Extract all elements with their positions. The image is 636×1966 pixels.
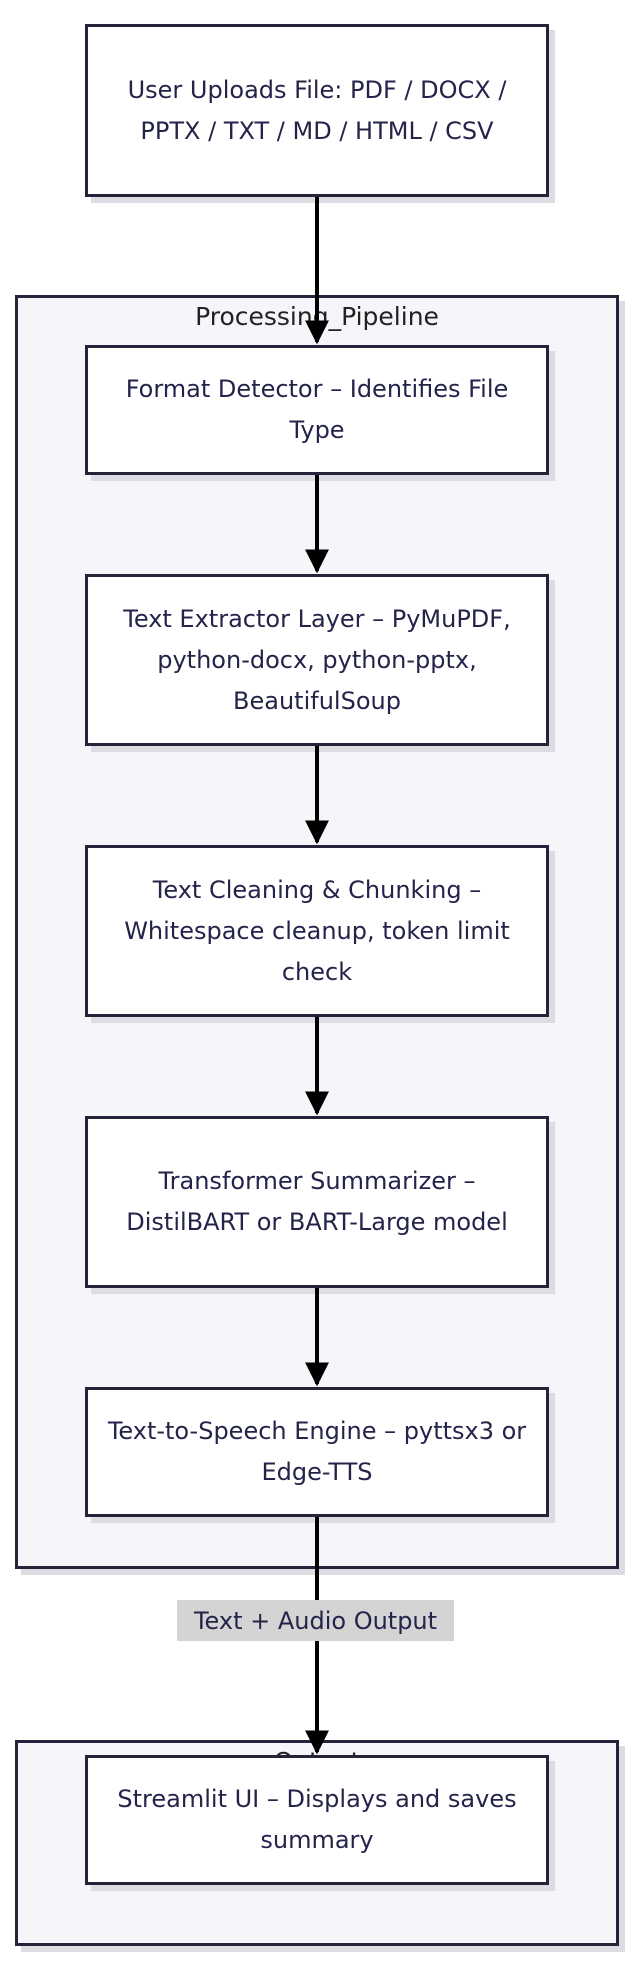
- text-cleaning-node: Text Cleaning & Chunking – Whitespace cl…: [85, 845, 549, 1017]
- text-cleaning-label: Text Cleaning & Chunking – Whitespace cl…: [124, 875, 510, 986]
- streamlit-ui-node: Streamlit UI – Displays and saves summar…: [85, 1755, 549, 1885]
- format-detector-label: Format Detector – Identifies File Type: [125, 375, 509, 444]
- text-audio-output-label: Text + Audio Output: [177, 1600, 454, 1641]
- upload-file-label: User Uploads File: PDF / DOCX / PPTX / T…: [127, 75, 507, 145]
- streamlit-ui-label: Streamlit UI – Displays and saves summar…: [117, 1785, 517, 1854]
- processing-pipeline-title: Processing_Pipeline: [195, 302, 439, 331]
- transformer-summarizer-node: Transformer Summarizer – DistilBART or B…: [85, 1116, 549, 1288]
- upload-file-node: User Uploads File: PDF / DOCX / PPTX / T…: [85, 24, 549, 197]
- text-extractor-node: Text Extractor Layer – PyMuPDF, python-d…: [85, 574, 549, 746]
- format-detector-node: Format Detector – Identifies File Type: [85, 345, 549, 475]
- transformer-summarizer-label: Transformer Summarizer – DistilBART or B…: [126, 1167, 508, 1236]
- text-to-speech-label: Text-to-Speech Engine – pyttsx3 or Edge-…: [107, 1417, 527, 1486]
- text-to-speech-node: Text-to-Speech Engine – pyttsx3 or Edge-…: [85, 1387, 549, 1517]
- text-extractor-label: Text Extractor Layer – PyMuPDF, python-d…: [123, 604, 511, 715]
